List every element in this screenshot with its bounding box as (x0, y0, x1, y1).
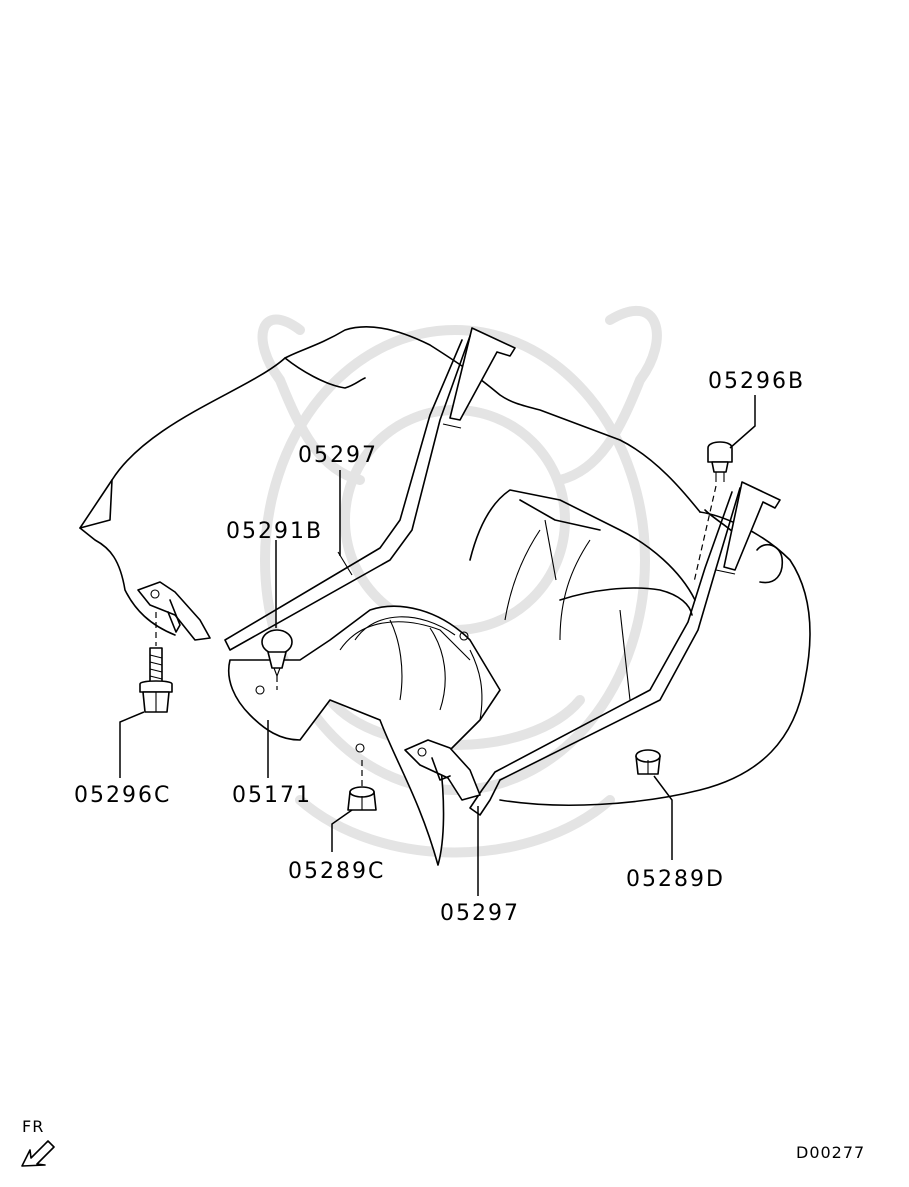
label-bolt-left: 05296C (74, 783, 171, 808)
leader-lines (119, 395, 756, 896)
direction-arrow-icon (21, 1140, 55, 1167)
leader-nut-right (653, 775, 673, 860)
leader-bolt-right (729, 395, 756, 449)
direction-label: FR (22, 1117, 44, 1136)
bolt-05296c (139, 647, 173, 713)
label-clip: 05291B (226, 519, 323, 544)
leader-bolt-left (119, 711, 145, 778)
strap-hinge-right (404, 739, 481, 801)
leader-nut-center (331, 809, 353, 852)
label-nut-right: 05289D (626, 867, 725, 892)
strap-hinge-left (137, 581, 211, 641)
drawing-number: D00277 (796, 1143, 865, 1162)
label-strap-upper: 05297 (298, 443, 378, 468)
fuel-tank-strap-lower (469, 481, 781, 816)
label-strap-lower: 05297 (440, 901, 520, 926)
label-protector: 05171 (232, 783, 312, 808)
label-bolt-right: 05296B (708, 369, 805, 394)
nut-05289d (635, 749, 661, 775)
heat-protector (227, 605, 501, 866)
clip-05291b (261, 629, 293, 678)
bolt-05296b-guide (693, 485, 717, 583)
bolt-05296b (707, 441, 733, 482)
nut-05289c (347, 786, 377, 811)
label-nut-center: 05289C (288, 859, 385, 884)
front-direction-indicator: FR (21, 1117, 55, 1167)
